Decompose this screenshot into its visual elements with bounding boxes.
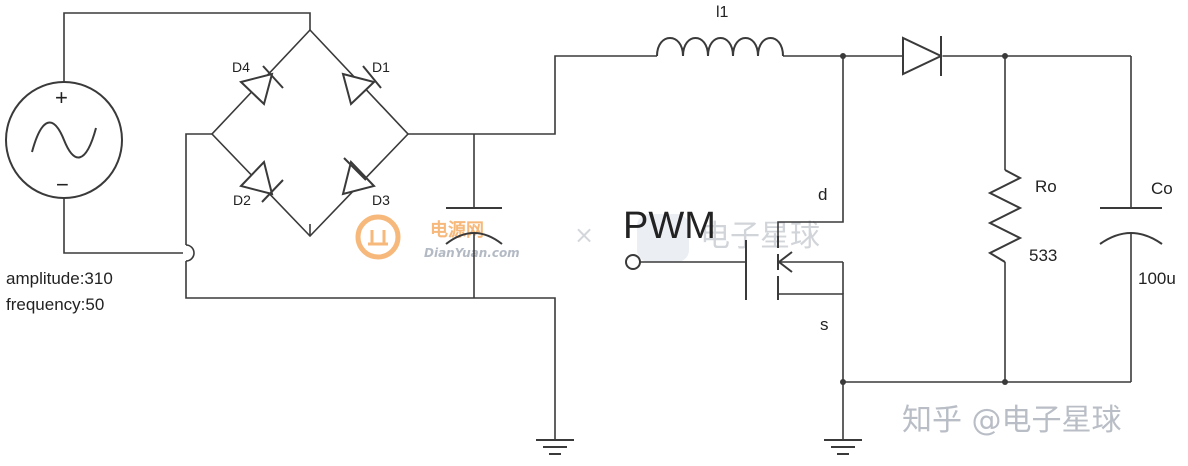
resistor-value-label: 533	[1029, 246, 1057, 265]
pwm-label: PWM	[623, 205, 716, 247]
center-logo-icon	[637, 214, 689, 262]
load-resistor	[987, 169, 1023, 263]
source-plus-sign: +	[55, 85, 68, 110]
drain-label: d	[818, 185, 827, 204]
diode-d3	[341, 157, 376, 196]
d2-label: D2	[233, 192, 251, 208]
mosfet-arrow-icon	[777, 251, 793, 273]
mosfet-switch	[745, 236, 793, 300]
ac-voltage-source: + −	[5, 81, 123, 199]
d3-label: D3	[372, 192, 390, 208]
bridge-rectifier	[210, 29, 410, 238]
diode-d1	[341, 65, 382, 106]
dianyuan-cn-text: 电源网	[430, 219, 484, 241]
inductor-l1	[656, 37, 784, 57]
source-amplitude-label: amplitude:310	[6, 269, 113, 288]
capacitor-value-label: 100u	[1138, 269, 1176, 288]
d1-label: D1	[372, 59, 390, 75]
source-frequency-label: frequency:50	[6, 295, 104, 314]
wiring	[63, 12, 1132, 440]
inductor-label: l1	[716, 4, 729, 21]
sine-wave-icon	[31, 121, 97, 159]
dianyuan-brand-text: DianYuan.com	[424, 246, 520, 260]
source-terminal-label: s	[820, 315, 829, 334]
input-capacitor	[445, 207, 503, 245]
watermark-dianyuan: 电源网 DianYuan.com	[355, 214, 520, 260]
dianyuan-logo-icon	[355, 214, 401, 260]
ground-right-icon	[824, 439, 862, 455]
diode-d4	[239, 65, 284, 106]
output-diode	[902, 36, 944, 76]
d4-label: D4	[232, 59, 250, 75]
junction-dots	[840, 53, 1008, 385]
output-capacitor	[1099, 207, 1163, 245]
watermark-separator: ×	[574, 221, 594, 249]
diode-d2	[239, 160, 284, 203]
zhihu-watermark: 知乎 @电子星球	[902, 403, 1122, 438]
source-minus-sign: −	[56, 172, 69, 197]
pwm-gate-terminal	[625, 254, 641, 270]
ground-left-icon	[536, 439, 574, 455]
watermark-center: 电子星球	[637, 214, 820, 262]
capacitor-name-label: Co	[1151, 179, 1173, 198]
center-cn-text: 电子星球	[700, 219, 820, 254]
resistor-name-label: Ro	[1035, 177, 1057, 196]
